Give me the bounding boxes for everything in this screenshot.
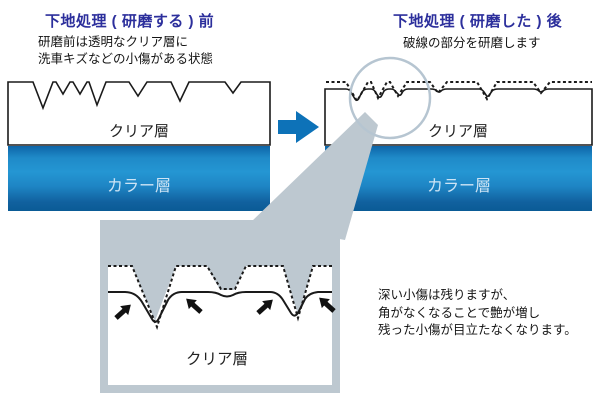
polish-arrow-icon [114, 304, 131, 320]
before-panel-description: 研磨前は透明なクリア層に 洗車キズなどの小傷がある状態 [38, 34, 213, 67]
polish-arrow-icon [319, 297, 336, 313]
after-panel-title: 下地処理 ( 研磨した ) 後 [393, 13, 563, 30]
before-panel-title: 下地処理 ( 研磨する ) 前 [45, 13, 215, 30]
magnifier-beam [250, 112, 378, 240]
result-note-line2: 角がなくなることで艶が増し [378, 305, 541, 320]
inset-dashed-profile [108, 265, 332, 330]
before-description-line1: 研磨前は透明なクリア層に [38, 35, 189, 49]
before-color-layer [8, 146, 270, 211]
before-color-layer-label: カラー層 [107, 178, 171, 195]
after-color-layer-label: カラー層 [427, 178, 491, 195]
after-clear-layer-label: クリア層 [428, 123, 488, 140]
after-color-layer [325, 146, 592, 211]
after-panel-description: 破線の部分を研磨します [403, 36, 541, 50]
inset-clear-layer-label: クリア層 [186, 350, 248, 368]
polish-arrow-icon [256, 299, 273, 315]
after-clear-layer-shape [324, 88, 593, 146]
inset-polished-profile [108, 291, 332, 323]
result-note-line1: 深い小傷は残りますが、 [378, 288, 516, 302]
result-note: 深い小傷は残りますが、 角がなくなることで艶が増し 残った小傷が目立たなくなりま… [378, 287, 577, 340]
result-note-line3: 残った小傷が目立たなくなります。 [378, 323, 577, 337]
before-clear-layer-label: クリア層 [109, 123, 169, 140]
inset-air-region [108, 228, 332, 321]
right-arrow-icon [278, 111, 319, 143]
before-clear-layer-shape [7, 81, 271, 146]
magnifier-circle-icon [348, 56, 432, 140]
after-dashed-profile [326, 81, 592, 103]
polish-arrow-icon [186, 298, 203, 314]
before-description-line2: 洗車キズなどの小傷がある状態 [38, 51, 214, 66]
